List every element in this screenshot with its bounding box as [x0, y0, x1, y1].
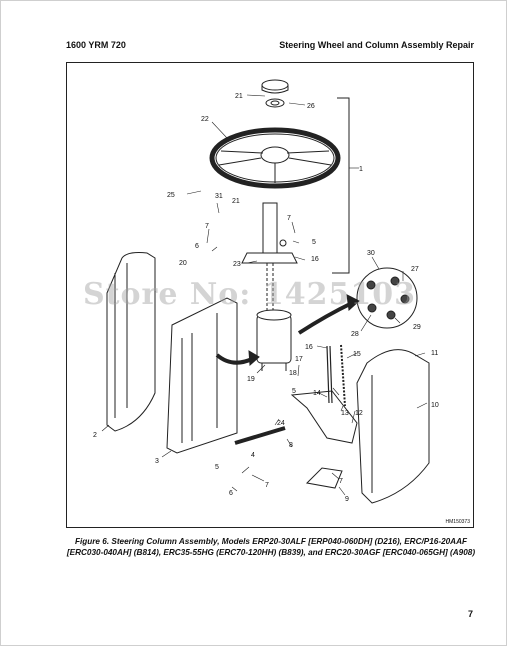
- left-cover-drawing: [106, 252, 156, 432]
- callout-21: 21: [235, 93, 243, 100]
- figure-frame: 21 26 22 1 25 31 21 7 7 5 6 16 23 20 30 …: [66, 62, 474, 528]
- callout-6: 6: [195, 243, 199, 250]
- watermark: Store No: 1425103: [83, 277, 416, 312]
- callout-7-bottom: 7: [265, 482, 269, 489]
- detail-view-drawing: [356, 267, 418, 329]
- callout-7-left: 7: [205, 223, 209, 230]
- callout-11: 11: [431, 350, 438, 357]
- leader-lines: [101, 94, 428, 496]
- callout-28: 28: [351, 331, 359, 338]
- callout-8: 8: [289, 442, 293, 449]
- callout-6-bottom: 6: [229, 490, 233, 497]
- figure-caption: Figure 6. Steering Column Assembly, Mode…: [66, 536, 476, 558]
- callout-7-lower-right: 7: [339, 478, 343, 485]
- tilt-lever-drawing: [290, 390, 358, 489]
- page-number: 7: [467, 609, 473, 619]
- callout-2: 2: [93, 432, 97, 439]
- callout-12: 12: [355, 410, 363, 417]
- callout-7-right: 7: [287, 215, 291, 222]
- horn-cap-drawing: [261, 79, 289, 108]
- callout-10: 10: [431, 402, 439, 409]
- callout-4: 4: [251, 452, 255, 459]
- motor-drawing: [256, 309, 292, 371]
- callout-bracket: [332, 97, 350, 274]
- callout-27: 27: [411, 266, 419, 273]
- callout-16: 16: [311, 256, 319, 263]
- figure-code: HM150373: [445, 519, 470, 525]
- detail-arrow-drawing: [215, 294, 360, 367]
- callout-3: 3: [155, 458, 159, 465]
- callout-14: 14: [313, 390, 321, 397]
- callout-26: 26: [307, 103, 315, 110]
- doc-code: 1600 YRM 720: [66, 40, 126, 50]
- callout-25: 25: [167, 192, 175, 199]
- callout-22: 22: [201, 116, 209, 123]
- callout-19: 19: [247, 376, 255, 383]
- callout-31: 31: [215, 193, 223, 200]
- callout-5-mid: 5: [292, 388, 296, 395]
- callout-5: 5: [312, 239, 316, 246]
- callout-29: 29: [413, 324, 421, 331]
- callout-5-bottom: 5: [215, 464, 219, 471]
- caption-line-1: Figure 6. Steering Column Assembly, Mode…: [74, 537, 468, 546]
- rods-drawing: [234, 344, 346, 445]
- callout-21-lower: 21: [232, 198, 240, 205]
- callout-30: 30: [367, 250, 375, 257]
- caption-line-2: [ERC030-040AH] (B814), ERC35-55HG (ERC70…: [66, 548, 476, 557]
- callout-23: 23: [233, 261, 241, 268]
- bracket-drawing: [166, 297, 238, 454]
- callout-15: 15: [353, 351, 361, 358]
- callout-16-lower: 16: [305, 344, 313, 351]
- section-title: Steering Wheel and Column Assembly Repai…: [279, 40, 474, 50]
- callout-labels: 21 26 22 1 25 31 21 7 7 5 6 16 23 20 30 …: [93, 93, 439, 503]
- callout-9: 9: [345, 496, 349, 503]
- callout-13: 13: [341, 410, 349, 417]
- callout-17: 17: [295, 356, 303, 363]
- steering-wheel-drawing: [209, 127, 341, 189]
- callout-1: 1: [359, 166, 363, 173]
- exploded-view-diagram: 21 26 22 1 25 31 21 7 7 5 6 16 23 20 30 …: [93, 79, 439, 504]
- callout-18: 18: [289, 370, 297, 377]
- steering-column-drawing: [241, 202, 298, 313]
- callout-20: 20: [179, 260, 187, 267]
- callout-24: 24: [277, 420, 285, 427]
- right-cover-drawing: [356, 349, 430, 504]
